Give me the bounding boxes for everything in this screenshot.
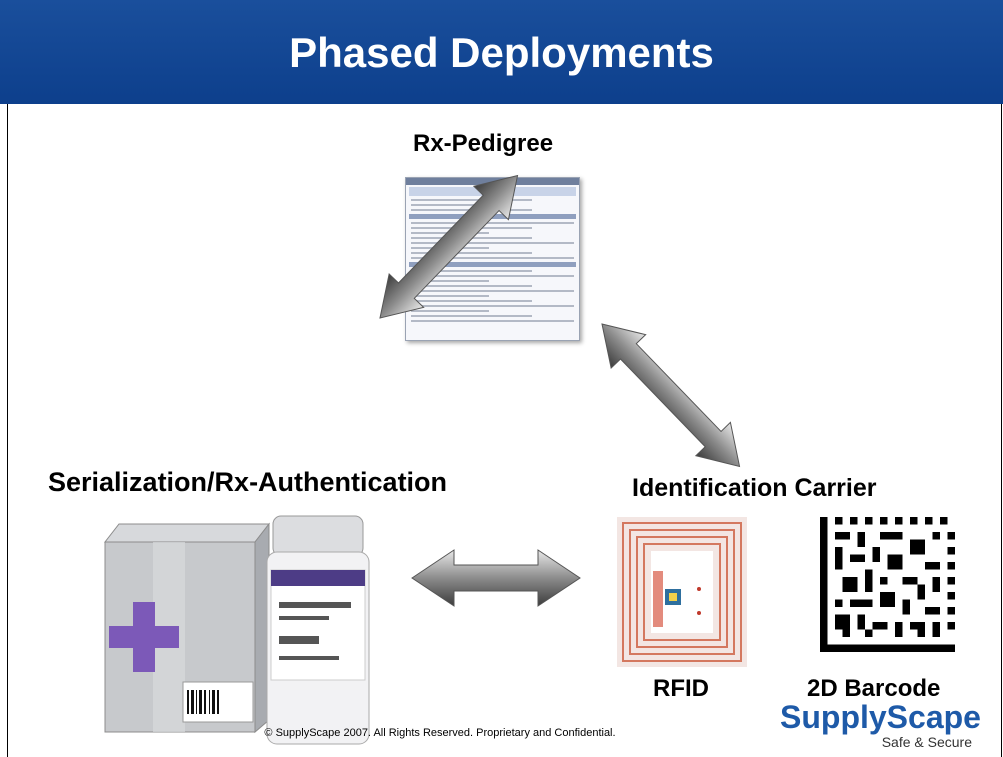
arrow-horizontal [411, 549, 581, 607]
rfid-tag-image [617, 517, 747, 667]
arrow-right-diagonal [601, 323, 741, 468]
left-border [7, 104, 8, 757]
serialization-label: Serialization/Rx-Authentication [48, 467, 448, 497]
logo-tagline: Safe & Secure [881, 734, 972, 750]
rfid-label: RFID [653, 675, 709, 702]
right-border [1001, 104, 1002, 757]
2d-barcode-label: 2D Barcode [807, 675, 941, 702]
rx-pedigree-label: Rx-Pedigree [413, 130, 554, 157]
title-bar [0, 0, 1003, 104]
pharma-package-image [103, 515, 370, 745]
slide-title: Phased Deployments [289, 29, 714, 76]
copyright-notice: © SupplyScape 2007. All Rights Reserved.… [264, 727, 616, 739]
logo-wordmark: SupplyScape [780, 699, 981, 735]
2d-barcode-image [820, 517, 955, 652]
supplyscape-logo: SupplyScape Safe & Secure [780, 700, 1000, 750]
identification-carrier-label: Identification Carrier [632, 474, 877, 502]
arrow-left-diagonal [379, 174, 519, 319]
cross-icon [109, 602, 179, 672]
